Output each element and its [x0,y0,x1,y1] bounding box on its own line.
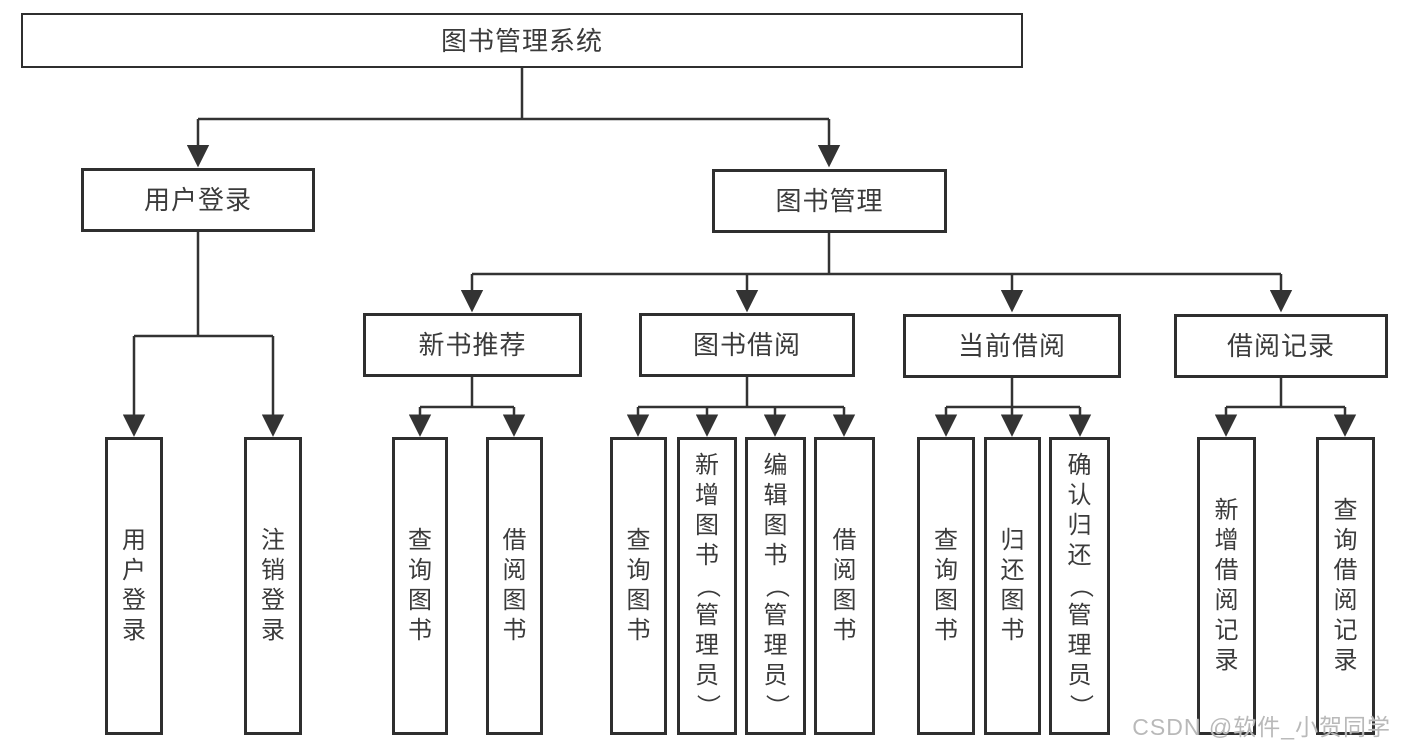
leaf-confirm-return-admin: 确认归还（管理员） [1049,437,1110,735]
node-book-management: 图书管理 [712,169,947,233]
node-library-management-system: 图书管理系统 [21,13,1023,68]
leaf-return-book: 归还图书 [984,437,1041,735]
leaf-user-login: 用户登录 [105,437,163,735]
leaf-add-book-admin: 新增图书（管理员） [677,437,737,735]
leaf-borrow-books-recommendation: 借阅图书 [486,437,543,735]
watermark-text: CSDN @软件_小贺同学 [1132,714,1391,740]
node-user-login: 用户登录 [81,168,315,232]
leaf-query-borrow-record: 查询借阅记录 [1316,437,1375,735]
leaf-query-books-current: 查询图书 [917,437,975,735]
leaf-logout: 注销登录 [244,437,302,735]
leaf-borrow-books-borrowing: 借阅图书 [814,437,875,735]
leaf-add-borrow-record: 新增借阅记录 [1197,437,1256,735]
node-new-book-recommendation: 新书推荐 [363,313,582,377]
leaf-query-books-borrowing: 查询图书 [610,437,667,735]
node-borrowing-records: 借阅记录 [1174,314,1388,378]
leaf-edit-book-admin: 编辑图书（管理员） [745,437,806,735]
node-book-borrowing: 图书借阅 [639,313,855,377]
leaf-query-books-recommendation: 查询图书 [392,437,448,735]
node-current-borrowing: 当前借阅 [903,314,1121,378]
